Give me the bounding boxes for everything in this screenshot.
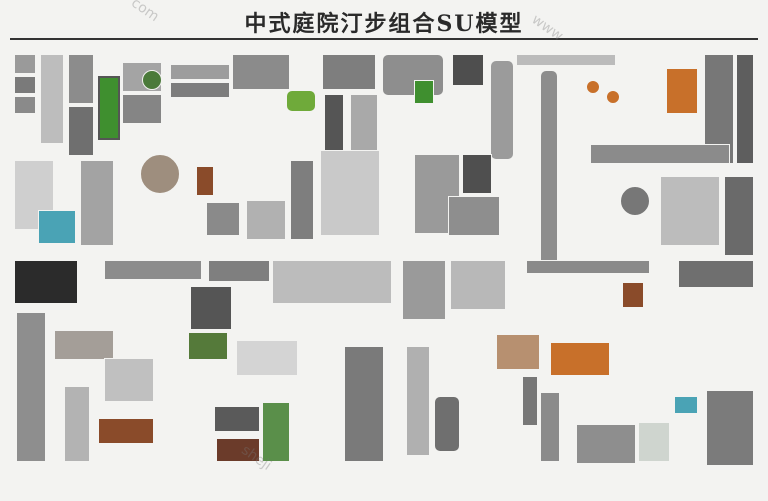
- paving-tile-icon: [590, 144, 730, 164]
- paving-tile-icon: [290, 160, 314, 240]
- paving-tile-icon: [344, 346, 384, 462]
- paving-tile-icon: [678, 260, 754, 288]
- paving-tile-icon: [68, 106, 94, 156]
- paving-tile-icon: [402, 260, 446, 320]
- well-icon: [452, 54, 484, 86]
- paving-tile-icon: [236, 340, 298, 376]
- paving-tile-icon: [14, 76, 36, 94]
- planter-icon: [414, 80, 434, 104]
- paving-tile-icon: [54, 330, 114, 360]
- paving-tile-icon: [80, 160, 114, 246]
- title-rule: [10, 38, 758, 40]
- sheet-title: 中式庭院汀步组合SU模型: [244, 11, 524, 37]
- stepping-stone-icon: [620, 186, 650, 216]
- water-icon: [38, 210, 76, 244]
- paving-tile-icon: [576, 424, 636, 464]
- stepping-stone-icon: [606, 90, 620, 104]
- wood-deck-icon: [622, 282, 644, 308]
- wood-deck-icon: [550, 342, 610, 376]
- paving-tile-icon: [216, 438, 260, 462]
- paving-tile-icon: [68, 54, 94, 104]
- wood-deck-icon: [496, 334, 540, 370]
- paving-tile-icon: [540, 392, 560, 462]
- paving-tile-icon: [516, 54, 616, 66]
- stepping-stone-board: com www sheji: [10, 0, 758, 474]
- paving-tile-icon: [522, 376, 538, 426]
- paving-tile-icon: [462, 154, 492, 194]
- paving-tile-icon: [526, 260, 650, 274]
- paving-tile-icon: [104, 358, 154, 402]
- paving-tile-icon: [122, 94, 162, 124]
- paving-tile-icon: [170, 64, 230, 80]
- stepping-stone-icon: [490, 60, 514, 160]
- paving-tile-icon: [16, 312, 46, 462]
- planter-icon: [262, 402, 290, 462]
- well-icon: [190, 286, 232, 330]
- paving-tile-icon: [736, 54, 754, 164]
- water-icon: [674, 396, 698, 414]
- paving-tile-icon: [104, 260, 202, 280]
- wood-deck-icon: [666, 68, 698, 114]
- paving-tile-icon: [14, 96, 36, 114]
- pebble-icon: [382, 54, 444, 96]
- wood-deck-icon: [98, 418, 154, 444]
- paving-tile-icon: [272, 260, 392, 304]
- planter-icon: [286, 90, 316, 112]
- paving-tile-icon: [406, 346, 430, 456]
- wood-deck-icon: [196, 166, 214, 196]
- tree-icon: [142, 70, 162, 90]
- paving-tile-icon: [206, 202, 240, 236]
- paving-tile-icon: [450, 260, 506, 310]
- paving-tile-icon: [706, 390, 754, 466]
- paving-tile-icon: [320, 150, 380, 236]
- paving-tile-icon: [14, 260, 78, 304]
- paving-tile-icon: [208, 260, 270, 282]
- paving-tile-icon: [322, 54, 376, 90]
- paving-tile-icon: [40, 54, 64, 144]
- paving-tile-icon: [660, 176, 720, 246]
- paving-tile-icon: [170, 82, 230, 98]
- planter-icon: [188, 332, 228, 360]
- stepping-stone-icon: [586, 80, 600, 94]
- planter-icon: [324, 94, 344, 154]
- stepping-stone-icon: [434, 396, 460, 452]
- paving-tile-icon: [232, 54, 290, 90]
- stepping-stone-icon: [540, 70, 558, 270]
- paving-tile-icon: [14, 54, 36, 74]
- paving-tile-icon: [350, 94, 378, 154]
- well-icon: [140, 154, 180, 194]
- paving-tile-icon: [638, 422, 670, 462]
- planter-icon: [98, 76, 120, 140]
- paving-tile-icon: [64, 386, 90, 462]
- paving-tile-icon: [246, 200, 286, 240]
- paving-tile-icon: [724, 176, 754, 256]
- paving-tile-icon: [448, 196, 500, 236]
- paving-tile-icon: [214, 406, 260, 432]
